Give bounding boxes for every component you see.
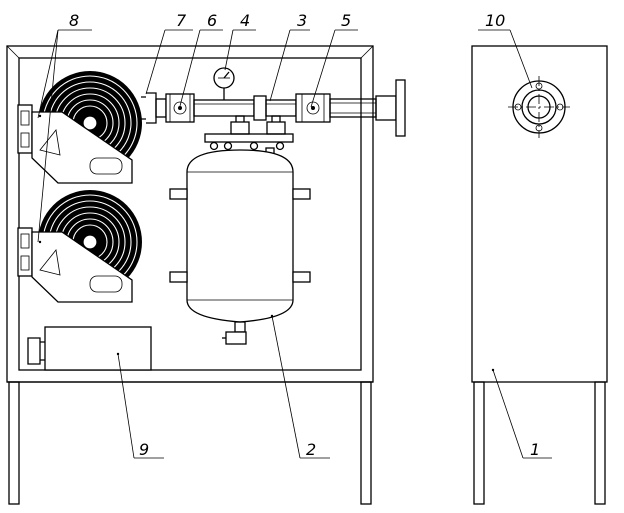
cabinet-front xyxy=(6,45,374,505)
callout-7: 7 xyxy=(176,11,187,30)
callout-9: 9 xyxy=(139,440,149,459)
callout-10: 10 xyxy=(485,11,505,30)
pressure-tank xyxy=(169,121,311,345)
callout-3: 3 xyxy=(297,11,307,30)
cabinet-side xyxy=(471,45,608,505)
hose-reel-top xyxy=(17,71,142,184)
callout-4: 4 xyxy=(240,11,250,30)
manifold-pipe xyxy=(141,67,406,137)
leader-lines xyxy=(37,29,552,459)
hose-reel-bottom xyxy=(17,190,142,303)
callout-1: 1 xyxy=(530,440,540,459)
callout-2: 2 xyxy=(306,440,316,459)
storage-box xyxy=(27,326,152,371)
callout-5: 5 xyxy=(341,11,351,30)
callout-8: 8 xyxy=(69,11,79,30)
callout-6: 6 xyxy=(207,11,217,30)
